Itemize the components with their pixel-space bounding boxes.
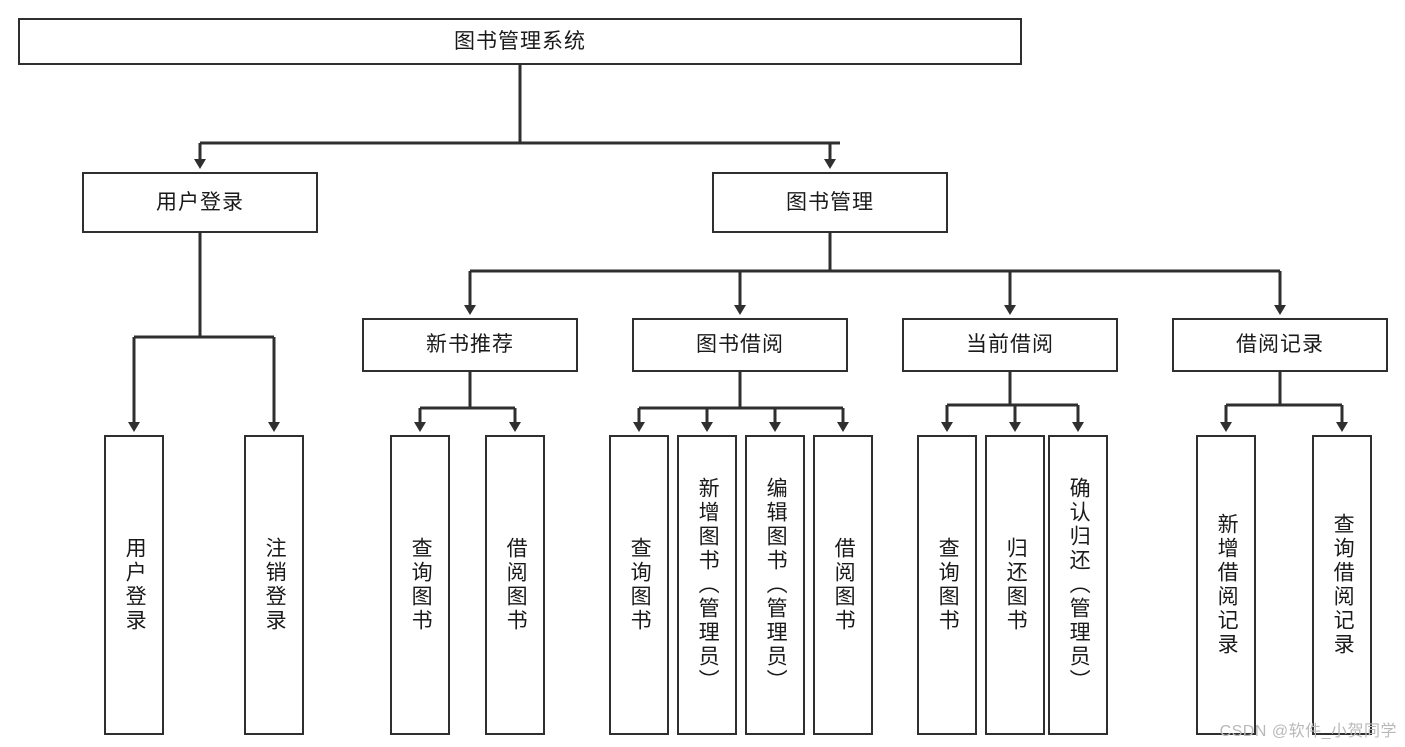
node-book-borrow-label: 图书借阅 <box>696 333 784 357</box>
node-borrow-book-1-label: 借阅图书 <box>504 537 528 633</box>
node-edit-book[interactable]: 编辑图书（管理员） <box>745 435 805 735</box>
node-query-book-2-label: 查询图书 <box>628 537 652 633</box>
node-query-book-1[interactable]: 查询图书 <box>390 435 450 735</box>
node-borrow-book-1[interactable]: 借阅图书 <box>485 435 545 735</box>
node-add-book[interactable]: 新增图书（管理员） <box>677 435 737 735</box>
node-user-logout[interactable]: 注销登录 <box>244 435 304 735</box>
node-borrow-book-2[interactable]: 借阅图书 <box>813 435 873 735</box>
node-user-login-do-label: 用户登录 <box>123 537 147 633</box>
node-add-borrow-record[interactable]: 新增借阅记录 <box>1196 435 1256 735</box>
node-query-book-3-label: 查询图书 <box>936 537 960 633</box>
node-borrow-record[interactable]: 借阅记录 <box>1172 318 1388 372</box>
node-root-label: 图书管理系统 <box>454 29 586 53</box>
node-user-logout-label: 注销登录 <box>263 537 287 633</box>
node-book-borrow[interactable]: 图书借阅 <box>632 318 848 372</box>
node-book-admin[interactable]: 图书管理 <box>712 172 948 233</box>
node-new-book-rec-label: 新书推荐 <box>426 333 514 357</box>
node-current-borrow[interactable]: 当前借阅 <box>902 318 1118 372</box>
node-borrow-record-label: 借阅记录 <box>1236 333 1324 357</box>
node-current-borrow-label: 当前借阅 <box>966 333 1054 357</box>
node-query-book-1-label: 查询图书 <box>409 537 433 633</box>
node-user-login[interactable]: 用户登录 <box>82 172 318 233</box>
node-return-book[interactable]: 归还图书 <box>985 435 1045 735</box>
watermark-text: CSDN @软件_小贺同学 <box>1219 723 1397 740</box>
node-confirm-return[interactable]: 确认归还（管理员） <box>1048 435 1108 735</box>
node-new-book-rec[interactable]: 新书推荐 <box>362 318 578 372</box>
node-root[interactable]: 图书管理系统 <box>18 18 1022 65</box>
node-query-book-3[interactable]: 查询图书 <box>917 435 977 735</box>
node-edit-book-label: 编辑图书（管理员） <box>764 477 788 693</box>
node-confirm-return-label: 确认归还（管理员） <box>1067 477 1091 693</box>
node-book-admin-label: 图书管理 <box>786 190 874 214</box>
node-user-login-label: 用户登录 <box>156 190 244 214</box>
node-query-borrow-record[interactable]: 查询借阅记录 <box>1312 435 1372 735</box>
node-user-login-do[interactable]: 用户登录 <box>104 435 164 735</box>
node-add-book-label: 新增图书（管理员） <box>696 477 720 693</box>
node-return-book-label: 归还图书 <box>1004 537 1028 633</box>
node-add-borrow-record-label: 新增借阅记录 <box>1215 513 1239 657</box>
node-query-borrow-record-label: 查询借阅记录 <box>1331 513 1355 657</box>
node-borrow-book-2-label: 借阅图书 <box>832 537 856 633</box>
node-query-book-2[interactable]: 查询图书 <box>609 435 669 735</box>
